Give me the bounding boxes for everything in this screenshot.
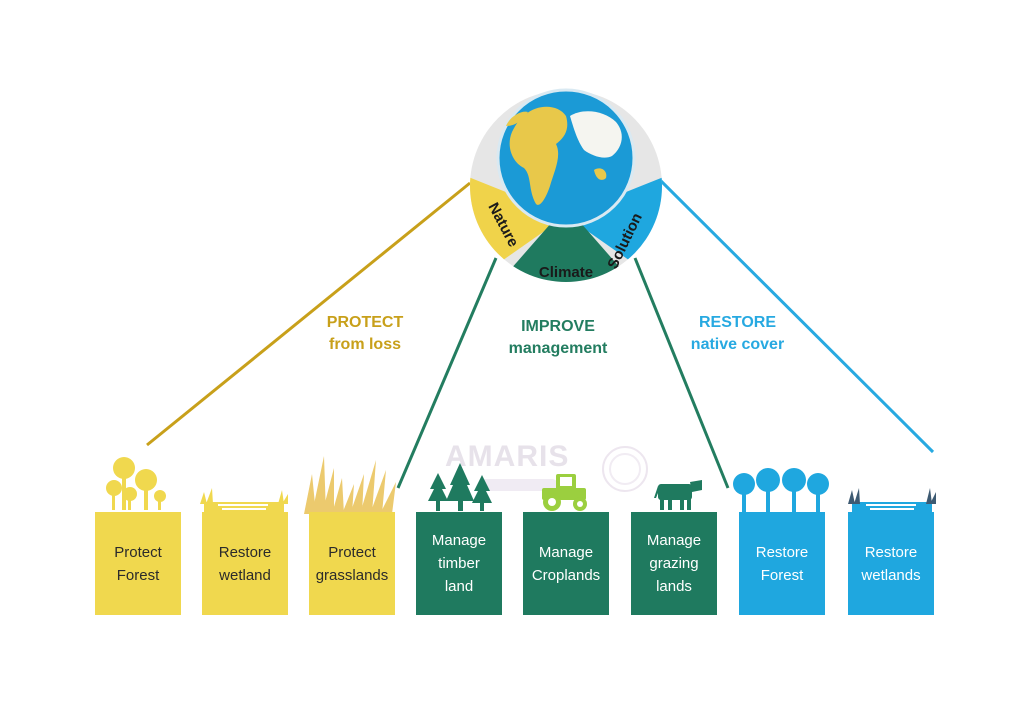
action-box: Restore wetlands	[848, 512, 934, 615]
action-box-label: Restore wetland	[219, 541, 272, 587]
wetland-icon	[848, 488, 936, 512]
action-box-label: Manage grazing lands	[647, 529, 701, 598]
action-box-line: wetland	[219, 566, 271, 584]
improve-connector-left	[396, 257, 498, 489]
action-box-line: land	[444, 578, 474, 595]
action-box-label: Restore wetlands	[861, 541, 920, 587]
improve-connector-right	[633, 257, 730, 489]
trees-icon	[733, 468, 829, 512]
action-box-line: Manage	[431, 532, 487, 549]
category-restore-subtitle: native cover	[690, 336, 785, 353]
category-protect-subtitle: from loss	[328, 336, 401, 353]
category-improve-label: IMPROVE management	[488, 316, 628, 360]
action-box-line: grasslands	[315, 566, 389, 584]
trees-icon	[106, 457, 166, 510]
action-box: Manage grazing lands	[631, 512, 717, 615]
action-box-line: timber	[438, 555, 480, 572]
action-box-line: Protect	[114, 543, 162, 561]
category-restore-label: RESTORE native cover	[675, 312, 800, 356]
category-protect-title: PROTECT	[326, 314, 404, 331]
wetland-icon	[200, 488, 288, 512]
action-box-line: Forest	[760, 566, 804, 584]
ring-word-climate: Climate	[539, 264, 593, 281]
tractor-icon	[542, 474, 587, 511]
category-improve-subtitle: management	[508, 340, 608, 357]
action-box-line: Forest	[116, 566, 160, 584]
action-box-line: wetlands	[861, 566, 921, 584]
action-box-line: Restore	[755, 543, 809, 561]
action-box-line: Manage	[538, 543, 594, 561]
action-box-label: Manage timber land	[432, 529, 486, 598]
action-box-line: Croplands	[531, 566, 601, 584]
globe-emblem: Nature Climate Solution	[470, 88, 662, 282]
action-box-line: lands	[656, 578, 692, 595]
grass-icon	[304, 456, 396, 514]
action-box-line: grazing	[649, 555, 699, 572]
restore-connector	[658, 178, 935, 454]
protect-connector	[146, 181, 471, 447]
action-box-line: Manage	[646, 532, 702, 549]
pine-trees-icon	[428, 463, 492, 511]
action-box-line: Restore	[864, 543, 918, 561]
action-box: Restore wetland	[202, 512, 288, 615]
action-box: Protect grasslands	[309, 512, 395, 615]
action-box: Manage timber land	[416, 512, 502, 615]
category-protect-label: PROTECT from loss	[310, 312, 420, 356]
watermark-bar	[478, 479, 558, 491]
category-improve-title: IMPROVE	[521, 318, 595, 335]
watermark-seal-icon	[602, 446, 648, 492]
cow-icon	[654, 480, 702, 510]
watermark-text: AMARIS	[445, 440, 570, 473]
action-box-line: Restore	[218, 543, 272, 561]
action-box-line: Protect	[328, 543, 376, 561]
action-box-label: Protect grasslands	[316, 541, 389, 587]
category-restore-title: RESTORE	[698, 314, 777, 331]
ring-green	[496, 206, 636, 282]
